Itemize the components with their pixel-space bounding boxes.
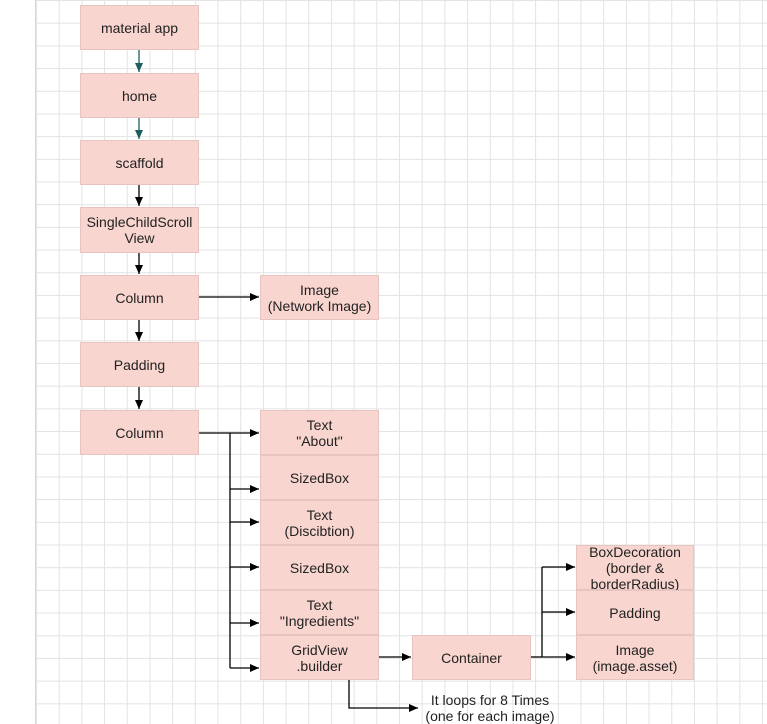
node-padding: Padding bbox=[80, 342, 199, 387]
node-image-network: Image (Network Image) bbox=[260, 275, 379, 320]
node-padding-2: Padding bbox=[576, 590, 694, 635]
node-image-asset: Image (image.asset) bbox=[576, 635, 694, 680]
node-sized-box-2: SizedBox bbox=[260, 545, 379, 590]
node-home: home bbox=[80, 73, 199, 118]
node-single-child-scroll-view: SingleChildScroll View bbox=[80, 207, 199, 253]
node-container: Container bbox=[412, 635, 531, 680]
edge-gridview-note bbox=[348, 680, 418, 712]
node-text-description: Text (Discibtion) bbox=[260, 500, 379, 545]
node-box-decoration: BoxDecoration (border & borderRadius) bbox=[576, 544, 694, 592]
node-sized-box-1: SizedBox bbox=[260, 455, 379, 500]
node-material-app: material app bbox=[80, 5, 199, 50]
node-text-ingredients: Text "Ingredients" bbox=[260, 590, 379, 635]
loop-note: It loops for 8 Times (one for each image… bbox=[425, 692, 555, 724]
node-gridview-builder: GridView .builder bbox=[260, 635, 379, 680]
node-scaffold: scaffold bbox=[80, 140, 199, 185]
node-column-2: Column bbox=[80, 410, 199, 455]
node-text-about: Text "About" bbox=[260, 410, 379, 455]
node-column-1: Column bbox=[80, 275, 199, 320]
diagram-canvas bbox=[35, 0, 767, 724]
